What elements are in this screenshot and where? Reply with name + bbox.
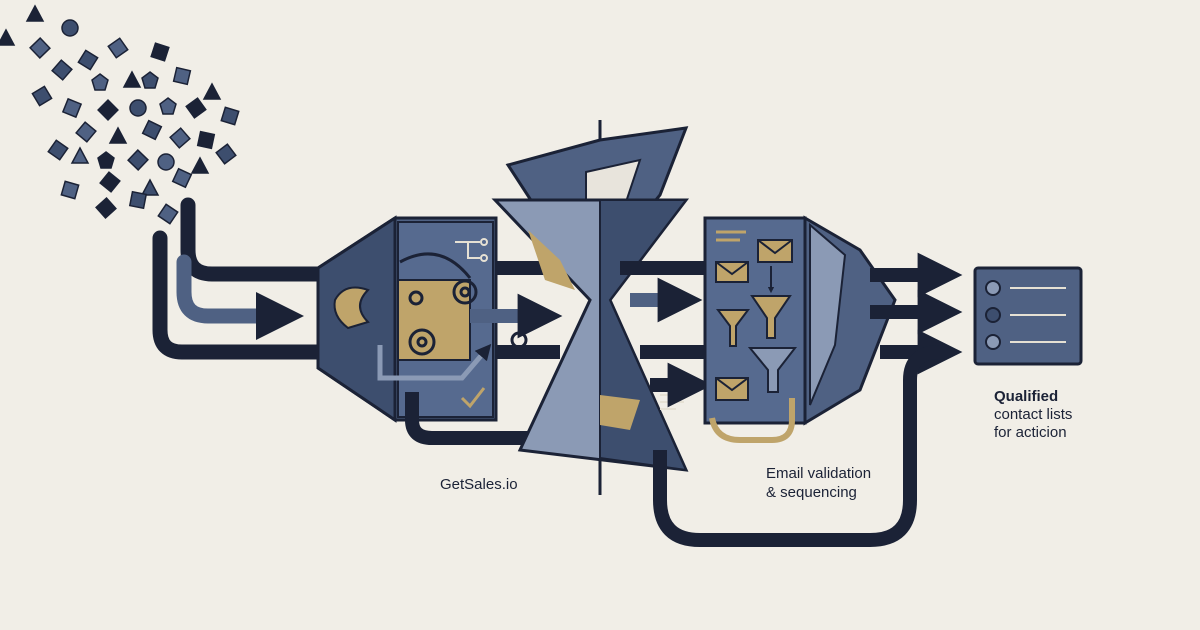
data-shape — [190, 156, 210, 174]
data-shape — [127, 149, 149, 171]
data-shape — [0, 28, 16, 46]
email-validation-block — [703, 215, 897, 443]
data-shape — [108, 126, 128, 144]
data-shape — [159, 97, 177, 115]
engine-output-pipes — [405, 261, 563, 445]
raw-data-shapes — [0, 4, 240, 225]
filter-icon — [716, 295, 798, 393]
data-shape — [185, 97, 207, 119]
data-shape — [61, 19, 79, 37]
contact-dot — [985, 280, 1001, 296]
output-label-title: Qualified — [994, 388, 1059, 405]
output-label: Qualified contact lists for acticion — [994, 388, 1072, 442]
data-shape — [95, 197, 117, 219]
data-shape — [122, 70, 142, 88]
engine-label: GetSales.io — [440, 476, 518, 493]
data-shape — [140, 178, 160, 196]
data-shape — [31, 85, 53, 107]
data-shape — [47, 139, 69, 161]
data-shape — [169, 127, 191, 149]
data-shape — [107, 37, 129, 59]
data-shape — [141, 119, 163, 141]
data-shape — [171, 167, 193, 189]
data-shape — [51, 59, 73, 81]
check-icon — [460, 387, 486, 409]
network-icon — [455, 238, 488, 262]
validation-label-line2: & sequencing — [766, 484, 857, 501]
contact-dot — [985, 307, 1001, 323]
data-shape — [97, 151, 115, 169]
central-funnel — [491, 120, 690, 495]
data-shape — [141, 71, 159, 89]
getsales-engine — [316, 215, 528, 423]
contact-dot — [985, 334, 1001, 350]
data-shape — [77, 49, 99, 71]
data-shape — [97, 99, 119, 121]
gear-icon — [408, 279, 528, 356]
data-shape — [75, 121, 97, 143]
qualified-contact-card — [973, 266, 1083, 366]
output-label-line3: for acticion — [994, 424, 1067, 441]
data-shape — [129, 99, 147, 117]
data-shape — [196, 130, 216, 150]
data-shape — [202, 82, 222, 100]
data-shape — [172, 66, 192, 86]
validation-label-line1: Email validation — [766, 465, 872, 482]
data-shape — [91, 73, 109, 91]
data-shape — [60, 180, 80, 200]
validation-label: Email validation & sequencing — [766, 464, 871, 502]
envelope-icon — [715, 239, 793, 401]
data-shape — [29, 37, 51, 59]
data-shape — [25, 4, 45, 22]
data-shape — [157, 153, 175, 171]
data-shape — [157, 203, 179, 225]
data-shape — [61, 97, 83, 119]
incoming-pipes — [152, 197, 338, 360]
data-shape — [150, 42, 170, 62]
data-shape — [70, 146, 90, 164]
output-label-line2: contact lists — [994, 406, 1073, 423]
data-shape — [128, 190, 148, 210]
data-shape — [215, 143, 237, 165]
output-pipes — [653, 252, 963, 547]
data-shape — [99, 171, 121, 193]
data-shape — [220, 106, 240, 126]
funnel-output-pipes — [620, 261, 713, 408]
